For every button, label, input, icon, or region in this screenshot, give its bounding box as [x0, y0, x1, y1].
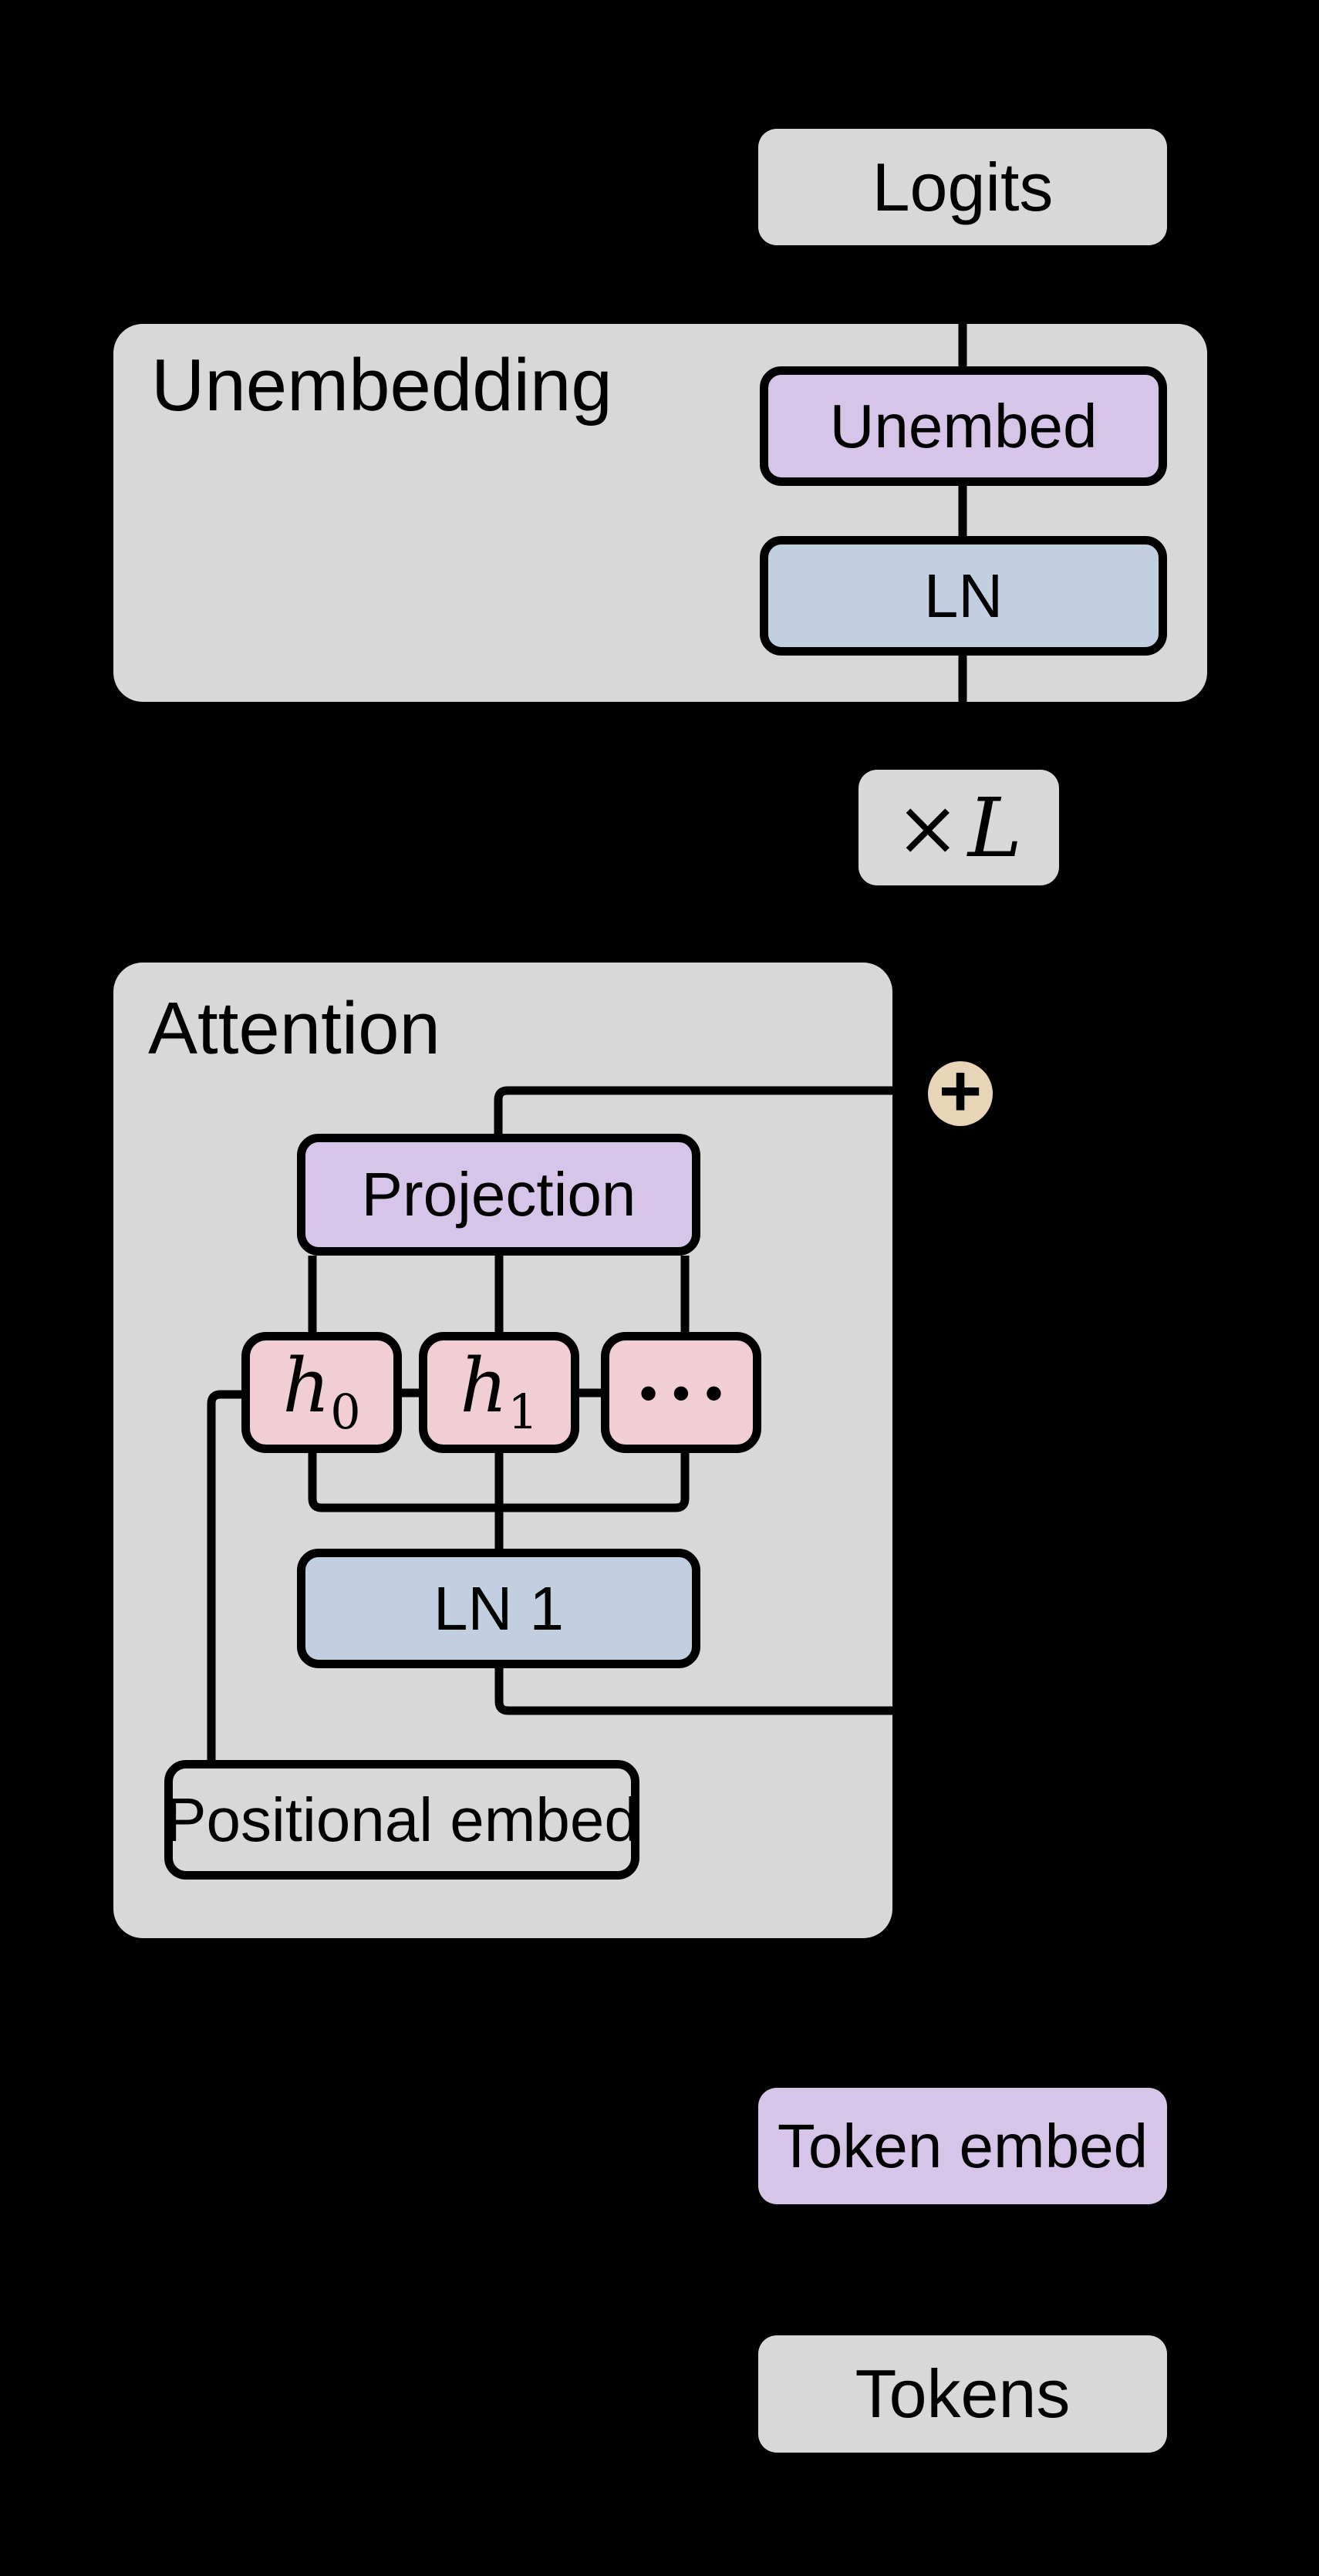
- head-1-label: h1: [460, 1343, 538, 1440]
- ln1-label: LN 1: [433, 1573, 564, 1643]
- ellipsis-icon: •••: [639, 1364, 738, 1421]
- token-embed-label: Token embed: [777, 2111, 1149, 2180]
- projection-box: Projection: [297, 1134, 700, 1256]
- head-1-box: h1: [419, 1332, 579, 1453]
- ln-box: LN: [760, 536, 1167, 656]
- token-embed-box: Token embed: [758, 2088, 1167, 2204]
- head-0-box: h0: [241, 1332, 402, 1453]
- loop-count-badge: × L: [859, 770, 1059, 885]
- positional-embed-box: Positional embed: [164, 1760, 639, 1880]
- ln1-box: LN 1: [297, 1549, 700, 1668]
- ln-label: LN: [923, 561, 1004, 630]
- residual-add-circle: +: [928, 1054, 993, 1128]
- unembed-box: Unembed: [760, 366, 1167, 486]
- attention-title: Attention: [148, 987, 440, 1070]
- head-0-label: h0: [282, 1343, 361, 1440]
- plus-icon: +: [938, 1050, 983, 1132]
- times-symbol: ×: [895, 782, 960, 873]
- tokens-label: Tokens: [855, 2355, 1071, 2432]
- logits-label: Logits: [872, 148, 1054, 225]
- logits-box: Logits: [758, 129, 1167, 245]
- unembed-label: Unembed: [829, 391, 1098, 460]
- head-ellipsis-box: •••: [601, 1332, 761, 1453]
- loop-variable: L: [967, 780, 1023, 875]
- positional-embed-label: Positional embed: [165, 1785, 639, 1854]
- projection-label: Projection: [361, 1160, 636, 1229]
- unembedding-title: Unembedding: [151, 344, 612, 427]
- tokens-box: Tokens: [758, 2335, 1167, 2453]
